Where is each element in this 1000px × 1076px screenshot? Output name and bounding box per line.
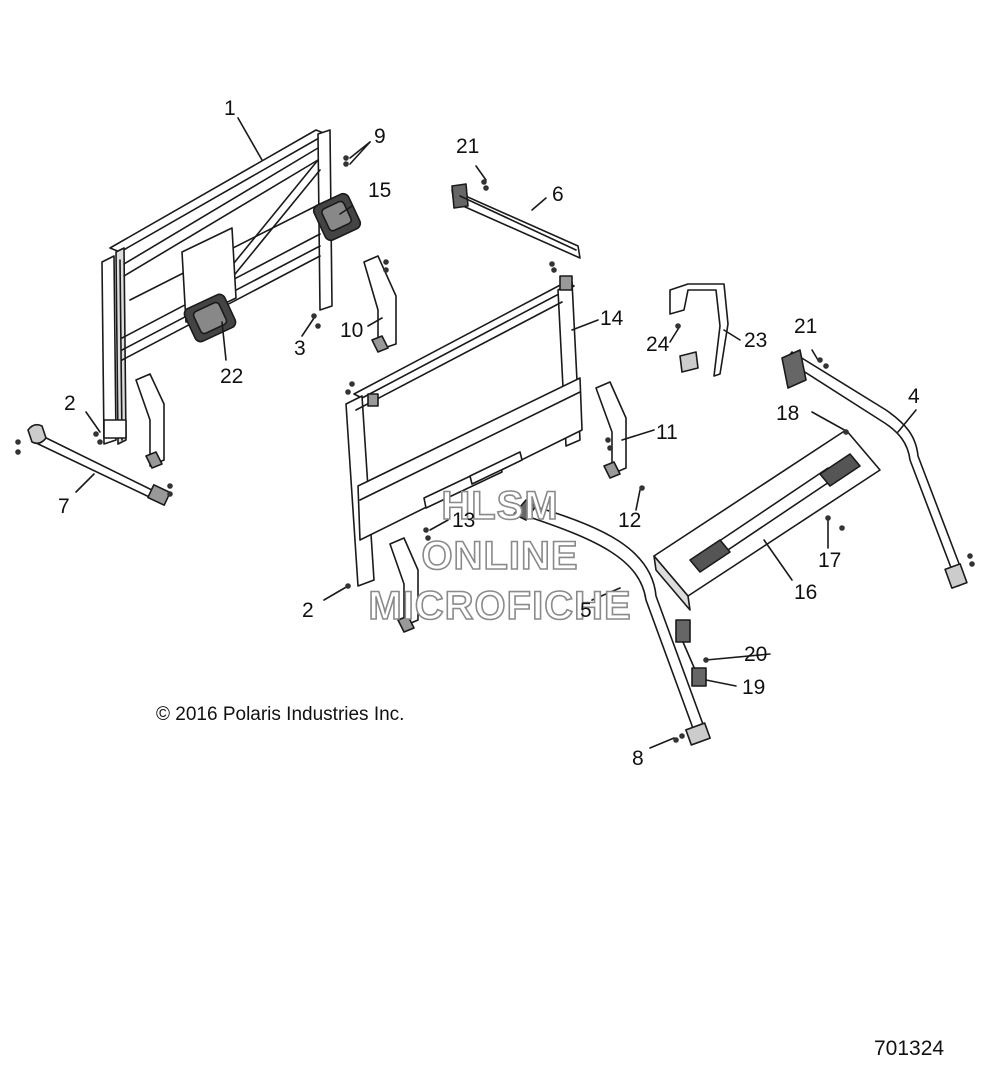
callout-20: 20 (744, 643, 768, 666)
callout-2a: 2 (64, 392, 76, 415)
callout-10: 10 (340, 319, 364, 342)
watermark-line-3: MICROFICHE (368, 583, 632, 629)
bracket-part-11 (595, 381, 627, 479)
watermark-line-2: ONLINE (421, 533, 579, 579)
latch-part-19 (675, 619, 707, 687)
callout-7: 7 (58, 495, 70, 518)
callout-1: 1 (224, 97, 236, 120)
bracket-left-lower (135, 373, 165, 469)
callout-21b: 21 (794, 315, 818, 338)
callout-21a: 21 (456, 135, 480, 158)
bracket-center-lower (389, 537, 419, 633)
figure-number: 701324 (874, 1037, 945, 1060)
callout-24: 24 (646, 333, 670, 356)
rear-frame-part-1 (101, 129, 333, 445)
tube-part-5 (513, 499, 711, 746)
callout-4: 4 (908, 385, 920, 408)
watermark-line-1: HLSM (441, 483, 559, 529)
callout-12: 12 (618, 509, 642, 532)
callout-16: 16 (794, 581, 818, 604)
callout-22: 22 (220, 365, 244, 388)
hardware (15, 155, 975, 743)
bracket-part-10 (363, 255, 397, 353)
copyright-notice: © 2016 Polaris Industries Inc. (156, 704, 405, 725)
callout-3: 3 (294, 337, 306, 360)
callout-5: 5 (580, 599, 592, 622)
panel-part-16 (653, 429, 881, 611)
rail-part-6 (451, 183, 581, 259)
handle-part-15 (312, 192, 362, 242)
callout-9: 9 (374, 125, 386, 148)
callout-13: 13 (452, 509, 476, 532)
side-rail-part-4 (781, 349, 968, 589)
bracket-part-23 (669, 283, 729, 377)
callout-15: 15 (368, 179, 392, 202)
callout-23: 23 (744, 329, 768, 352)
leader-lines (75, 117, 917, 749)
center-frame-part-14 (345, 275, 583, 587)
callout-14: 14 (600, 307, 624, 330)
callout-18: 18 (776, 402, 800, 425)
callout-19: 19 (742, 676, 766, 699)
callout-6: 6 (552, 183, 564, 206)
callout-17: 17 (818, 549, 842, 572)
callout-2b: 2 (302, 599, 314, 622)
cross-tube-part-7 (27, 423, 171, 506)
callout-8: 8 (632, 747, 644, 770)
callout-11: 11 (656, 421, 678, 444)
